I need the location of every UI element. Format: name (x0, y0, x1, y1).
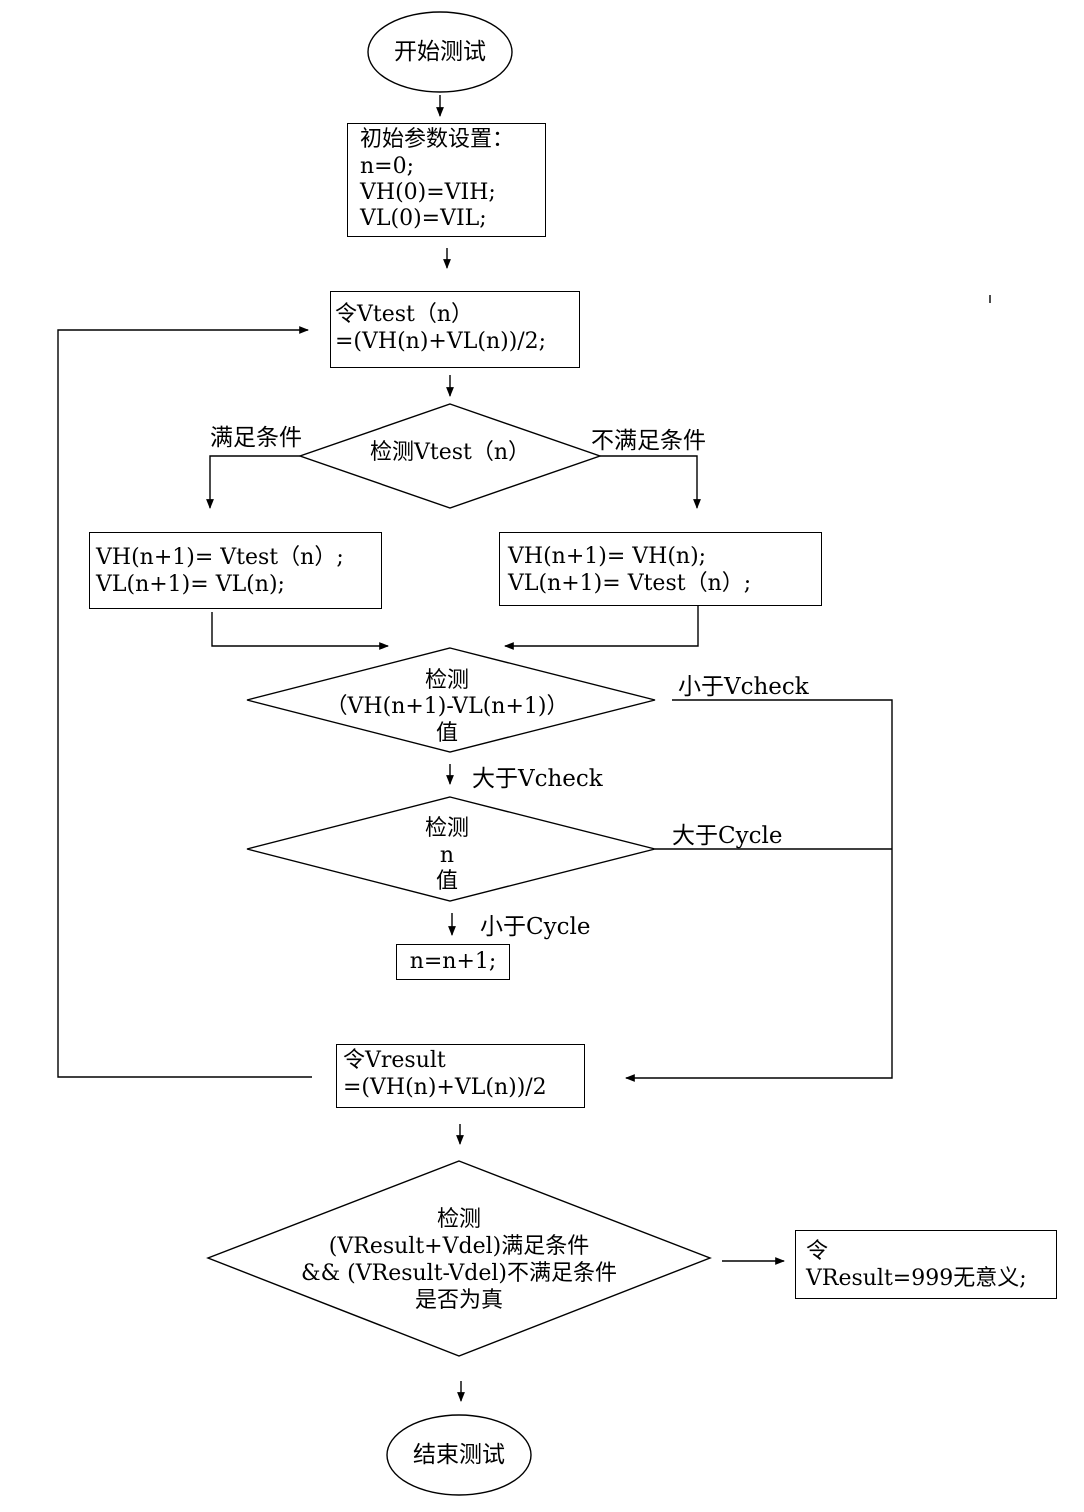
decision-diff-shape (246, 647, 656, 753)
increment-label: n=n+1; (409, 949, 497, 974)
decision-vtest-label: 检测Vtest（n） (369, 440, 531, 465)
decision-result-line: 是否为真 (414, 1288, 503, 1313)
init-line: VH(0)=VIH; (360, 180, 496, 205)
branch-yes-label: 满足条件 (210, 425, 302, 451)
right-update-line: VH(n+1)= VH(n); (508, 544, 707, 569)
greater-cycle-label: 大于Cycle (672, 823, 783, 849)
decision-result-line: (VResult+Vdel)满足条件 (328, 1234, 590, 1259)
end-terminal-shape (386, 1414, 532, 1496)
start-terminal-label: 开始测试 (394, 39, 486, 65)
left-update-line: VH(n+1)= Vtest（n）; (96, 545, 344, 570)
decision-n-line: 值 (435, 869, 458, 894)
less-vcheck-label: 小于Vcheck (678, 674, 809, 700)
decision-result-shape (206, 1160, 712, 1357)
vresult-line: 令Vresult (343, 1048, 446, 1073)
right-update-line: VL(n+1)= Vtest（n）; (508, 571, 752, 596)
greater-vcheck-label: 大于Vcheck (472, 766, 603, 792)
decision-result-line: && (VResult-Vdel)不满足条件 (301, 1261, 617, 1286)
decision-result-line: 检测 (436, 1207, 481, 1232)
end-terminal-label: 结束测试 (413, 1442, 505, 1468)
left-update-line: VL(n+1)= VL(n); (96, 572, 285, 597)
init-title: 初始参数设置： (360, 127, 515, 152)
invalid-result-box: 令 VResult=999无意义; (795, 1230, 1057, 1299)
invalid-line: 令 (806, 1239, 829, 1264)
init-line: VL(0)=VIL; (360, 206, 487, 231)
left-update-box: VH(n+1)= Vtest（n）; VL(n+1)= VL(n); (89, 532, 382, 609)
init-line: n=0; (360, 154, 415, 179)
start-terminal-shape (367, 11, 513, 93)
branch-no-label: 不满足条件 (591, 428, 706, 454)
vtest-assign-box: 令Vtest（n） =(VH(n)+VL(n))/2; (330, 291, 580, 368)
decision-vtest-shape (297, 403, 603, 509)
init-parameters-box: 初始参数设置： n=0; VH(0)=VIH; VL(0)=VIL; (347, 123, 546, 237)
decision-diff-line: 值 (435, 721, 458, 746)
decision-diff-line: 检测 (424, 668, 469, 693)
decision-n-line: n (439, 843, 455, 868)
vresult-line: =(VH(n)+VL(n))/2 (343, 1075, 547, 1100)
decision-n-line: 检测 (424, 816, 469, 841)
right-update-box: VH(n+1)= VH(n); VL(n+1)= Vtest（n）; (499, 532, 822, 606)
vtest-line: =(VH(n)+VL(n))/2; (335, 329, 547, 354)
vtest-line: 令Vtest（n） (335, 302, 474, 327)
vresult-assign-box: 令Vresult =(VH(n)+VL(n))/2 (336, 1044, 585, 1108)
decision-n-shape (246, 796, 656, 902)
less-cycle-label: 小于Cycle (480, 914, 591, 940)
increment-box: n=n+1; (396, 944, 510, 980)
decision-diff-line: （VH(n+1)-VL(n+1)） (325, 694, 569, 719)
invalid-line: VResult=999无意义; (806, 1266, 1027, 1291)
